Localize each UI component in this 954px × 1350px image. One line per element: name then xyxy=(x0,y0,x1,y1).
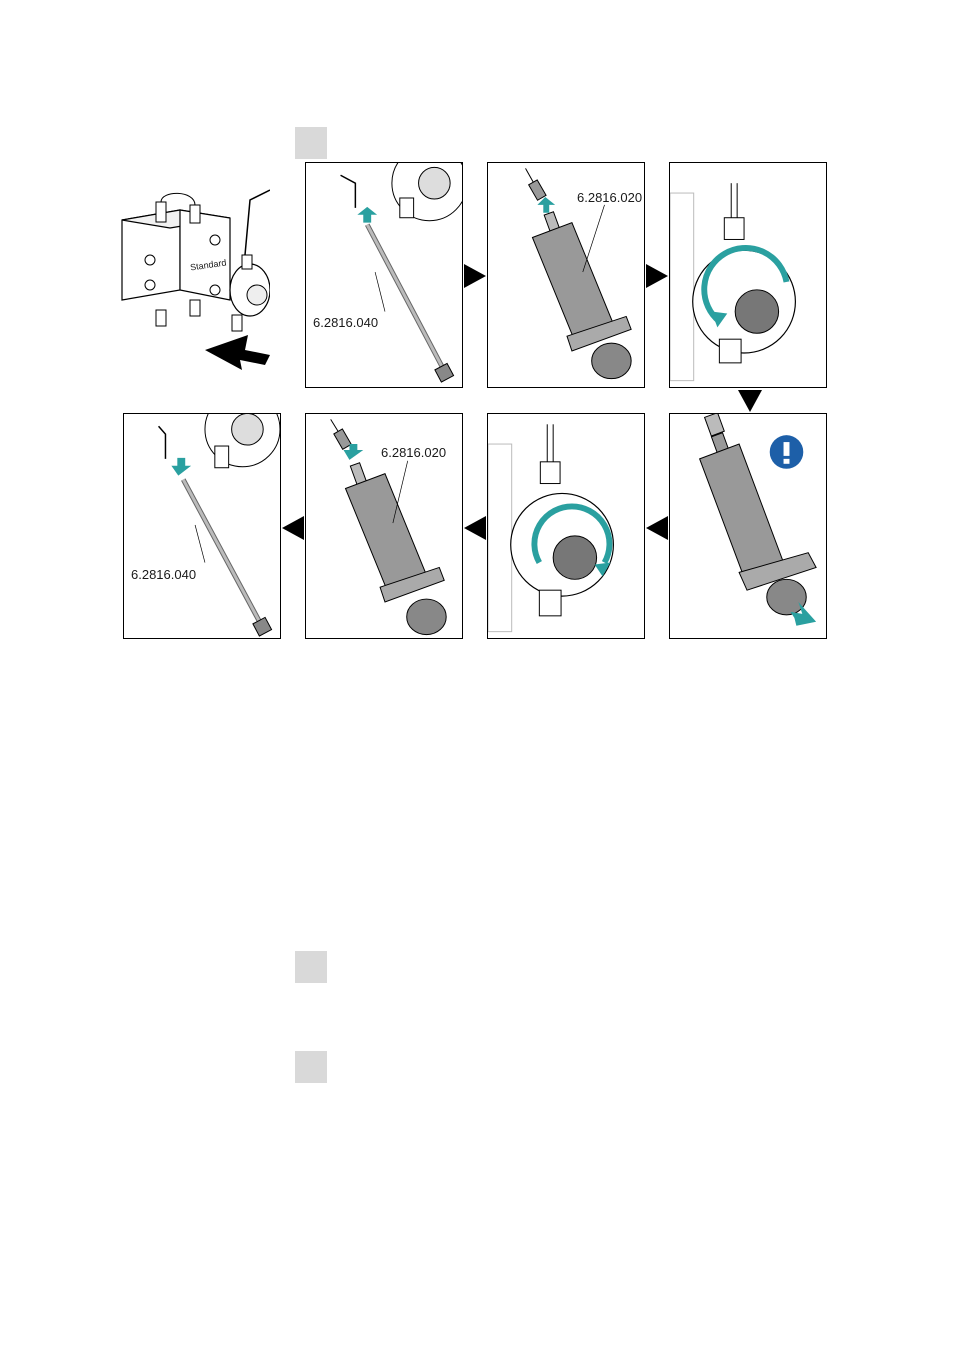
panel-pull-plunger xyxy=(669,413,827,639)
syringe-label-2: 6.2816.020 xyxy=(381,445,446,460)
panel-close-valve xyxy=(487,413,645,639)
panel-remove-capillary: 6.2816.040 xyxy=(305,162,463,388)
valve-overview-illustration: Standard xyxy=(120,160,270,390)
capillary-label-1: 6.2816.040 xyxy=(313,315,378,330)
step-marker-3 xyxy=(295,1051,327,1083)
step-marker-1 xyxy=(295,127,327,159)
flow-arrow-4 xyxy=(646,516,668,540)
flow-arrow-6 xyxy=(282,516,304,540)
valve-turn-counterclockwise-drawing xyxy=(670,163,826,387)
panel-detach-syringe: 6.2816.020 xyxy=(305,413,463,639)
valve-block-drawing xyxy=(120,160,270,390)
step-marker-2 xyxy=(295,951,327,983)
flow-arrow-2 xyxy=(646,264,668,288)
capillary-label-2: 6.2816.040 xyxy=(131,567,196,582)
flow-arrow-3 xyxy=(738,390,762,412)
panel-open-valve xyxy=(669,162,827,388)
valve-turn-clockwise-drawing xyxy=(488,414,644,638)
syringe-label-1: 6.2816.020 xyxy=(577,190,642,205)
flow-arrow-5 xyxy=(464,516,486,540)
panel-reattach-capillary: 6.2816.040 xyxy=(123,413,281,639)
panel-attach-syringe: 6.2816.020 xyxy=(487,162,645,388)
capillary-reattach-drawing xyxy=(124,414,280,638)
flow-arrow-1 xyxy=(464,264,486,288)
syringe-pull-drawing xyxy=(670,414,826,638)
capillary-detach-drawing xyxy=(306,163,462,387)
